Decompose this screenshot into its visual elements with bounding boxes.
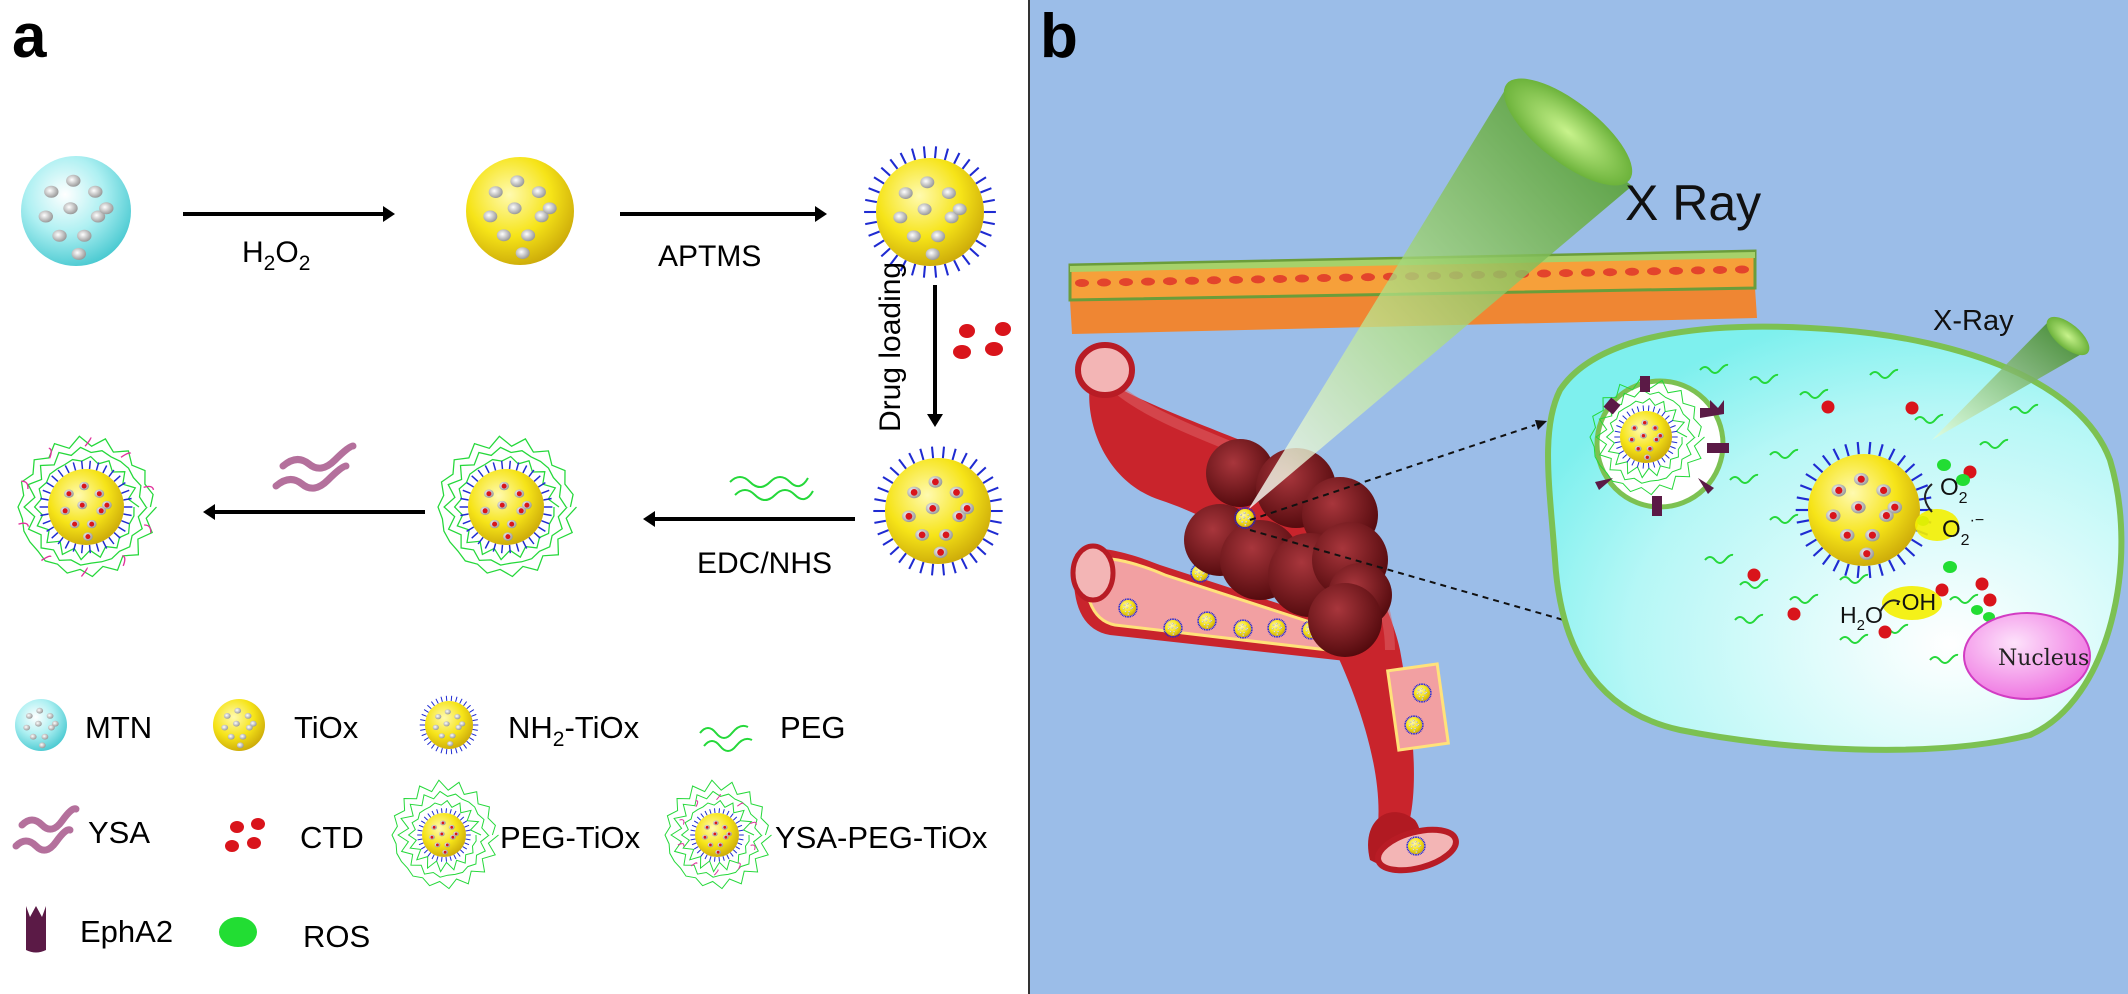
peg-tiox-particle-step5	[437, 435, 577, 578]
panel-b-letter: b	[1040, 2, 1078, 71]
legend-ysa-peg-tiox-label: YSA-PEG-TiOx	[775, 820, 988, 855]
nh2-tiox-particle-step3	[864, 146, 996, 278]
panel-a-letter: a	[12, 2, 47, 71]
intracellular-nanoparticle	[1795, 441, 1933, 579]
arrow-ysa	[203, 504, 425, 520]
legend-peg-label: PEG	[780, 710, 845, 745]
epha2-receptors	[1595, 376, 1729, 516]
h2o-conversion-arrow	[1879, 599, 1901, 613]
arrow-h2o2	[183, 206, 395, 222]
mtn-particle-step1	[21, 156, 131, 266]
legend-ysa-icon	[12, 805, 80, 854]
radical-glow-o2	[1915, 509, 1959, 541]
legend-ros-icon	[219, 917, 257, 947]
xray-beam-small	[1932, 316, 2090, 440]
receptor-binding-inset	[1589, 376, 1729, 516]
label-h2o2: H2O2	[242, 236, 310, 275]
ctd-drug-dots	[953, 322, 1011, 359]
legend-ros-label: ROS	[303, 919, 370, 954]
tiox-particle-step2	[466, 157, 574, 265]
o2-conversion-arrow	[1924, 483, 1933, 513]
xray-label: X Ray	[1625, 175, 1761, 231]
peg-reagent-icon	[729, 476, 814, 501]
legend-peg-tiox-label: PEG-TiOx	[500, 820, 641, 855]
drug-loaded-particle-step4	[873, 446, 1003, 576]
legend-peg-tiox-icon	[391, 779, 499, 890]
legend-ysa-label: YSA	[88, 815, 150, 850]
h2o-label: H2O	[1840, 602, 1883, 634]
xray-small-label: X-Ray	[1933, 305, 2014, 337]
legend-mtn-icon	[15, 699, 67, 751]
superoxide-label: O2·−	[1942, 512, 1984, 549]
legend-tiox-icon	[213, 699, 265, 751]
released-peg-and-ctd	[1699, 363, 2039, 664]
radical-glow-oh	[1882, 586, 1942, 620]
arrow-edc-nhs	[643, 511, 855, 527]
legend-ysa-peg-tiox-icon	[664, 779, 772, 890]
arrow-drug-loading	[927, 285, 943, 427]
ysa-peg-tiox-particle-step6	[17, 435, 157, 578]
legend-peg-icon	[699, 724, 753, 752]
tumor-nanoparticle	[1234, 507, 1256, 529]
legend-nh2-tiox-label: NH2-TiOx	[508, 710, 640, 751]
arrow-aptms	[620, 206, 827, 222]
tumor-cluster	[1184, 439, 1392, 657]
legend-epha2-icon	[26, 906, 46, 953]
legend-nh2-tiox-icon	[419, 695, 479, 755]
o2-label: O2	[1940, 474, 1968, 507]
nucleus: Nucleus	[1963, 612, 2091, 700]
legend-mtn-label: MTN	[85, 710, 152, 745]
legend-tiox-label: TiOx	[294, 710, 359, 745]
legend-ctd-label: CTD	[300, 820, 364, 855]
vessel-nanoparticles	[1118, 563, 1432, 856]
label-edc-nhs: EDC/NHS	[697, 547, 832, 580]
hydroxyl-label: ·OH	[1894, 589, 1936, 615]
nucleus-label: Nucleus	[1998, 646, 2089, 671]
xray-beam	[1248, 78, 1633, 510]
label-aptms: APTMS	[658, 240, 761, 273]
label-drug-loading: Drug loading	[874, 262, 907, 432]
legend-ctd-icon	[225, 818, 265, 852]
ysa-reagent-icon	[272, 442, 357, 492]
legend-epha2-label: EphA2	[80, 914, 173, 949]
